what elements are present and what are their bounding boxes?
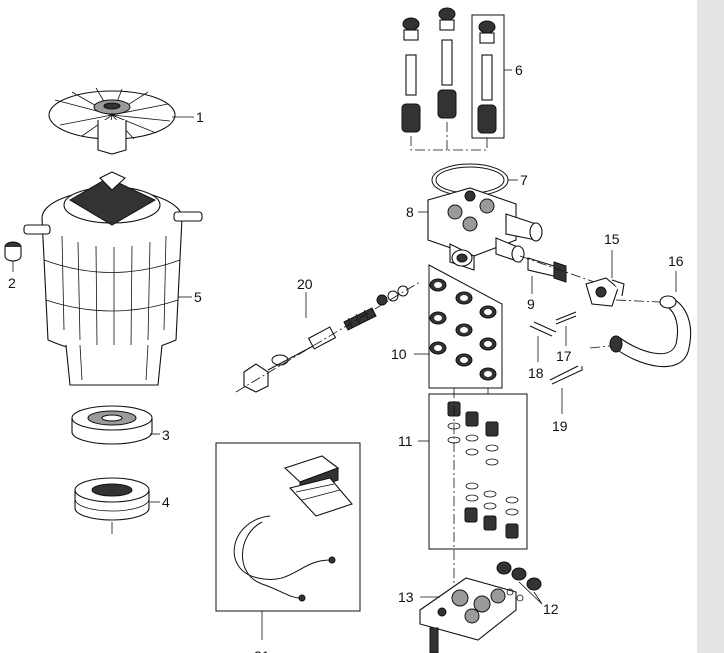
callout-17: 17 [556,348,572,364]
callout-19: 19 [552,418,568,434]
wire-harness-part[interactable] [233,515,336,602]
pump-head-part[interactable] [427,187,543,271]
wiring-kit-frame [215,442,361,612]
retaining-clip-17-part[interactable] [555,311,577,325]
callout-4: 4 [162,494,170,510]
piston-left-part[interactable] [401,17,421,133]
seal-kit-frame [428,264,503,389]
callout-5: 5 [194,289,202,305]
callout-15: 15 [604,231,620,247]
piston-right-part[interactable] [477,20,497,134]
callout-12: 12 [543,601,559,617]
seal-set-part[interactable] [429,278,497,381]
retaining-clip-18-part[interactable] [529,321,557,337]
callout-3: 3 [162,427,170,443]
retaining-pin-19-part[interactable] [549,365,583,385]
callout-11: 11 [398,433,413,449]
cap-part[interactable] [4,241,22,262]
manifold-part[interactable] [419,577,517,653]
callout-20: 20 [297,276,313,292]
plug-set-part[interactable] [496,561,542,602]
callout-8: 8 [406,204,414,220]
callout-1: 1 [196,109,204,125]
callout-10: 10 [391,346,407,362]
thrust-bearing-part[interactable] [74,477,150,521]
unloader-valve-part[interactable] [243,285,409,393]
fitting-part[interactable] [527,257,567,283]
callout-7: 7 [520,172,528,188]
piston-middle-part[interactable] [437,7,457,119]
swivel-connector-part[interactable] [585,277,625,307]
callout-18: 18 [528,365,544,381]
callout-6: 6 [515,62,523,78]
check-valve-frame [428,393,528,550]
right-panel-strip [697,0,724,653]
outlet-pipe-part[interactable] [609,295,692,368]
callout-13: 13 [398,589,414,605]
piston-group-frame [471,14,505,139]
switch-box-part[interactable] [283,455,353,517]
callout-9: 9 [527,296,535,312]
exploded-parts-diagram: 1 2 5 3 [4,7,692,653]
fan-part[interactable] [48,87,176,155]
callout-21: 21 [254,648,270,653]
wobble-plate-part[interactable] [71,405,153,445]
callout-16: 16 [668,253,684,269]
check-valve-set-part[interactable] [447,401,519,539]
callout-2: 2 [8,275,16,291]
motor-housing-part[interactable] [23,171,203,386]
